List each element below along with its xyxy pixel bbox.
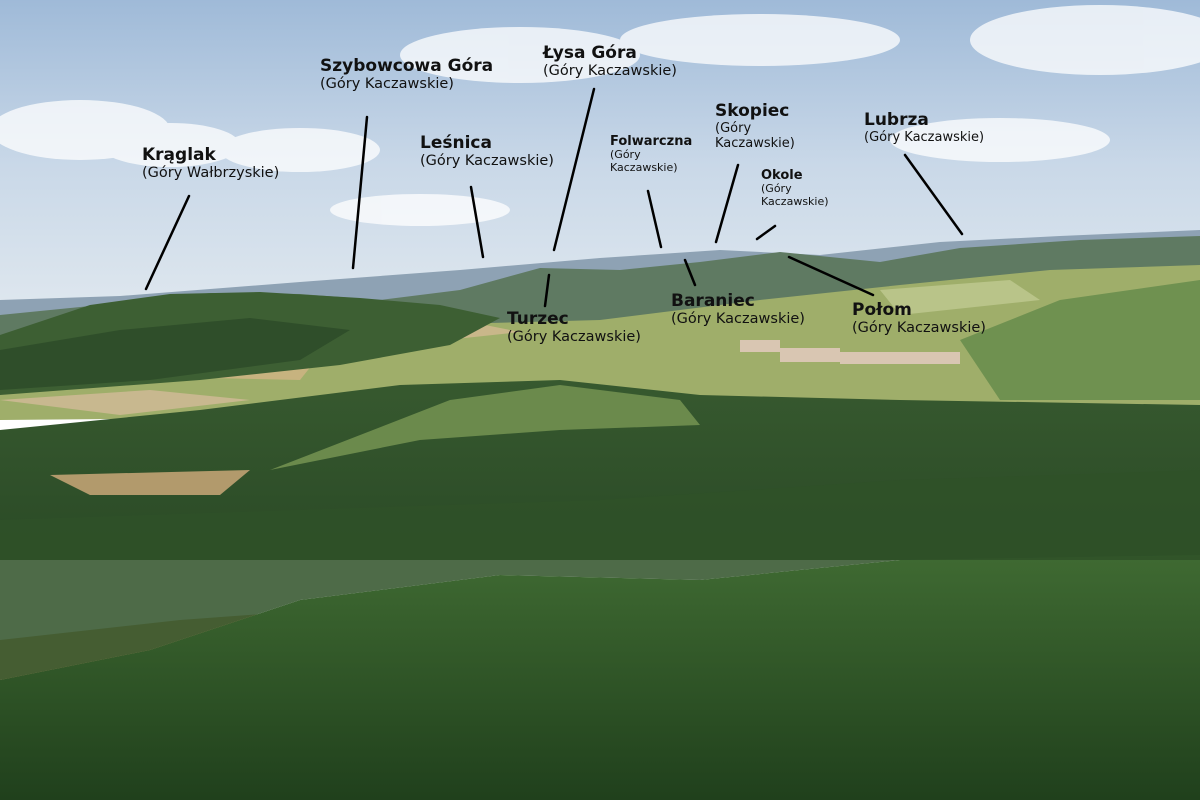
peak-range: (Góry Wałbrzyskie) xyxy=(142,165,280,182)
peak-name: Szybowcowa Góra xyxy=(320,56,494,76)
label-polom: Połom (Góry Kaczawskie) xyxy=(852,300,986,337)
peak-range: (Góry Kaczawskie) xyxy=(420,153,554,170)
village xyxy=(740,340,960,364)
peak-range: (Góry Kaczawskie) xyxy=(761,182,829,209)
pointer-lubrza xyxy=(903,153,964,236)
pointer-lysa xyxy=(552,87,596,252)
pointer-lesnica xyxy=(469,185,485,259)
peak-range: (Góry Kaczawskie) xyxy=(320,76,454,93)
label-kraglak: Krąglak (Góry Wałbrzyskie) xyxy=(142,145,279,182)
label-folwarczna: Folwarczna (Góry Kaczawskie) xyxy=(610,134,700,175)
label-turzec: Turzec (Góry Kaczawskie) xyxy=(507,309,641,346)
peak-name: Baraniec xyxy=(671,291,755,311)
right-hills xyxy=(960,280,1200,400)
pointer-szybowcowa xyxy=(351,115,369,270)
peak-name: Skopiec xyxy=(715,101,790,121)
peak-name: Folwarczna xyxy=(610,134,693,149)
peak-name: Krąglak xyxy=(142,145,216,165)
pointer-turzec xyxy=(543,273,551,308)
pointer-baraniec xyxy=(683,258,697,287)
pointer-okole xyxy=(755,224,777,241)
pointer-kraglak xyxy=(144,194,191,291)
label-szybowcowa-gora: Szybowcowa Góra (Góry Kaczawskie) xyxy=(320,56,493,93)
label-lysa-gora: Łysa Góra (Góry Kaczawskie) xyxy=(543,43,677,80)
peak-name: Połom xyxy=(852,300,912,320)
peak-name: Leśnica xyxy=(420,133,492,153)
pointer-lines xyxy=(144,87,964,308)
label-lubrza: Lubrza (Góry Kaczawskie) xyxy=(864,110,984,145)
pointer-skopiec xyxy=(714,163,740,244)
peak-range: (Góry Kaczawskie) xyxy=(671,311,805,328)
peak-range: (Góry Kaczawskie) xyxy=(610,148,678,175)
label-lesnica: Leśnica (Góry Kaczawskie) xyxy=(420,133,554,170)
peak-name: Lubrza xyxy=(864,110,929,130)
peak-range: (Góry Kaczawskie) xyxy=(864,130,985,146)
peak-name: Okole xyxy=(761,168,803,183)
pointer-folwarczna xyxy=(646,189,663,249)
clouds xyxy=(0,5,1200,226)
peak-name: Turzec xyxy=(507,309,569,329)
peak-name: Łysa Góra xyxy=(543,43,637,63)
peak-range: (Góry Kaczawskie) xyxy=(852,320,986,337)
peak-range: (Góry Kaczawskie) xyxy=(543,63,677,80)
peak-range: (Góry Kaczawskie) xyxy=(715,121,795,152)
pointer-polom xyxy=(787,255,875,297)
peak-range: (Góry Kaczawskie) xyxy=(507,329,641,346)
label-baraniec: Baraniec (Góry Kaczawskie) xyxy=(671,291,805,328)
label-okole: Okole (Góry Kaczawskie) xyxy=(761,168,841,209)
near-forest xyxy=(0,555,1200,800)
label-skopiec: Skopiec (Góry Kaczawskie) xyxy=(715,101,810,152)
